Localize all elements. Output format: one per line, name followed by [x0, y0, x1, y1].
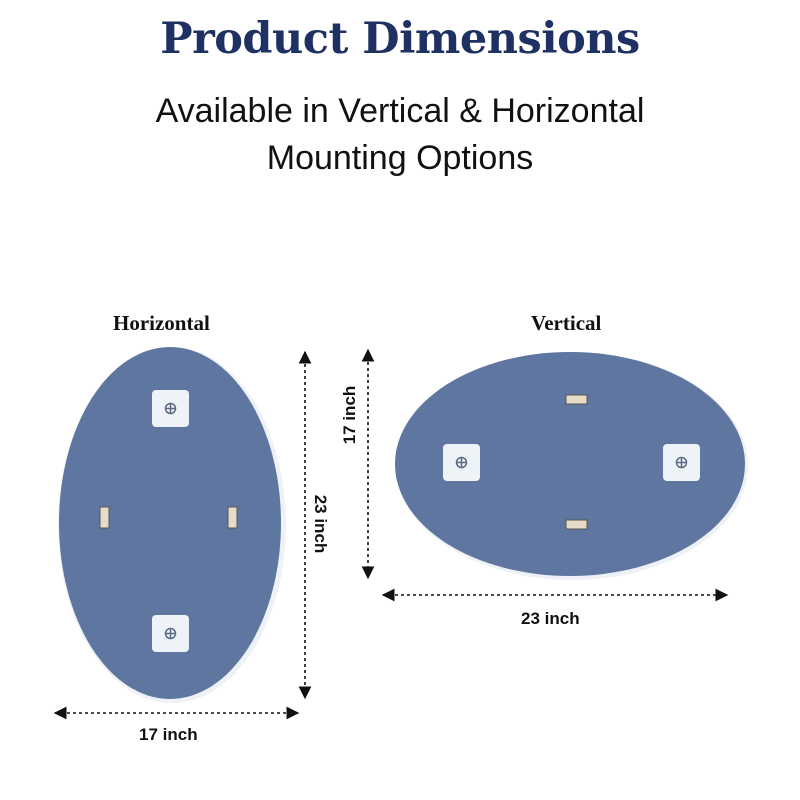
vertical-width-label: 23 inch: [521, 609, 580, 628]
mount-bracket-bottom: [152, 615, 189, 652]
page-title: Product Dimensions: [160, 14, 640, 64]
mount-clip-bottom: [565, 519, 588, 530]
mount-bracket-right: [663, 444, 700, 481]
mount-bracket-left: [443, 444, 480, 481]
subtitle-line-1: Available in Vertical & Horizontal: [155, 92, 645, 130]
horizontal-width-label: 17 inch: [139, 725, 198, 744]
mount-clip-top: [565, 394, 588, 405]
mount-clip-left: [99, 506, 110, 529]
vertical-mirror: [395, 352, 748, 580]
mount-bracket-top: [152, 390, 189, 427]
horizontal-height-label: 23 inch: [311, 494, 330, 554]
horizontal-label: Horizontal: [113, 311, 210, 335]
page-subtitle: Available in Vertical & Horizontal Mount…: [0, 88, 800, 182]
horizontal-mirror: [58, 347, 286, 703]
vertical-label: Vertical: [531, 311, 602, 335]
mount-clip-right: [227, 506, 238, 529]
vertical-height-label: 17 inch: [340, 385, 359, 445]
subtitle-line-2: Mounting Options: [266, 139, 534, 177]
